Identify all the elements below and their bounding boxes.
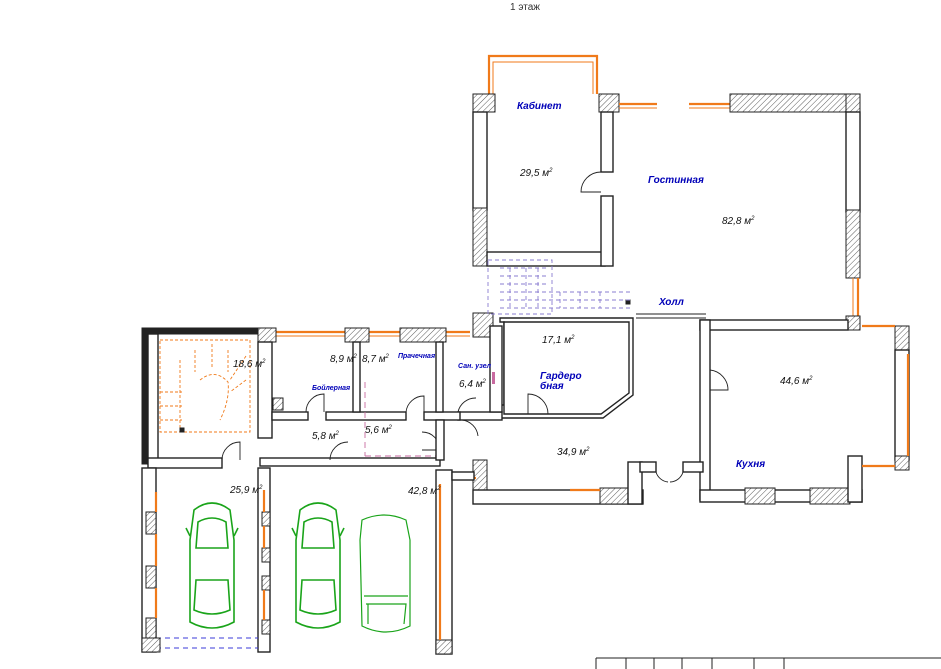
area-kabinet: 29,5 м2: [519, 168, 553, 179]
label-gostinnaya: Гостинная: [648, 175, 704, 186]
corridor-walls: [147, 419, 445, 469]
label-holl: Холл: [658, 297, 685, 308]
study-walls: [472, 54, 657, 267]
area-stair: 18,6 м2: [233, 359, 266, 370]
label-boilernaya: Бойлерная: [312, 384, 350, 392]
stair-area: [141, 327, 470, 465]
area-boilernaya: 8,9 м2: [330, 354, 358, 365]
hall-stair-outline: [487, 259, 630, 315]
label-garderobnaya-2: бная: [540, 380, 564, 392]
area-hall-lower: 34,9 м2: [557, 447, 590, 458]
garage-walls: [141, 467, 476, 655]
area-kuhnya: 44,6 м2: [780, 376, 813, 387]
area-san-uzel: 6,4 м2: [459, 379, 487, 390]
living-room-walls: [689, 93, 861, 331]
label-kuhnya: Кухня: [736, 459, 765, 470]
label-prachechnaya: Прачечная: [398, 353, 435, 360]
kitchen-walls: [699, 319, 910, 505]
car-2: [291, 502, 345, 629]
car-1: [185, 502, 239, 629]
area-vestibule: 25,9 м2: [229, 485, 263, 496]
label-garderobnaya-1: Гардеро: [540, 371, 582, 382]
area-corridor-a: 5,8 м2: [312, 431, 340, 442]
label-kabinet: Кабинет: [517, 100, 562, 112]
area-prachechnaya: 8,7 м2: [362, 354, 390, 365]
area-gostinnaya: 82,8 м2: [722, 216, 755, 227]
title-block: [595, 657, 941, 669]
lower-hall-walls: [457, 411, 704, 505]
floor-title: 1 этаж: [510, 2, 540, 13]
utility-walls: [271, 325, 503, 457]
hall-walls: [472, 299, 706, 419]
area-garderobnaya: 17,1 м2: [542, 335, 575, 346]
area-corridor-b: 5,6 м2: [365, 425, 393, 436]
area-garage: 42,8 м2: [408, 486, 441, 497]
van: [359, 514, 411, 633]
label-san-uzel: Сан. узел: [458, 363, 492, 370]
